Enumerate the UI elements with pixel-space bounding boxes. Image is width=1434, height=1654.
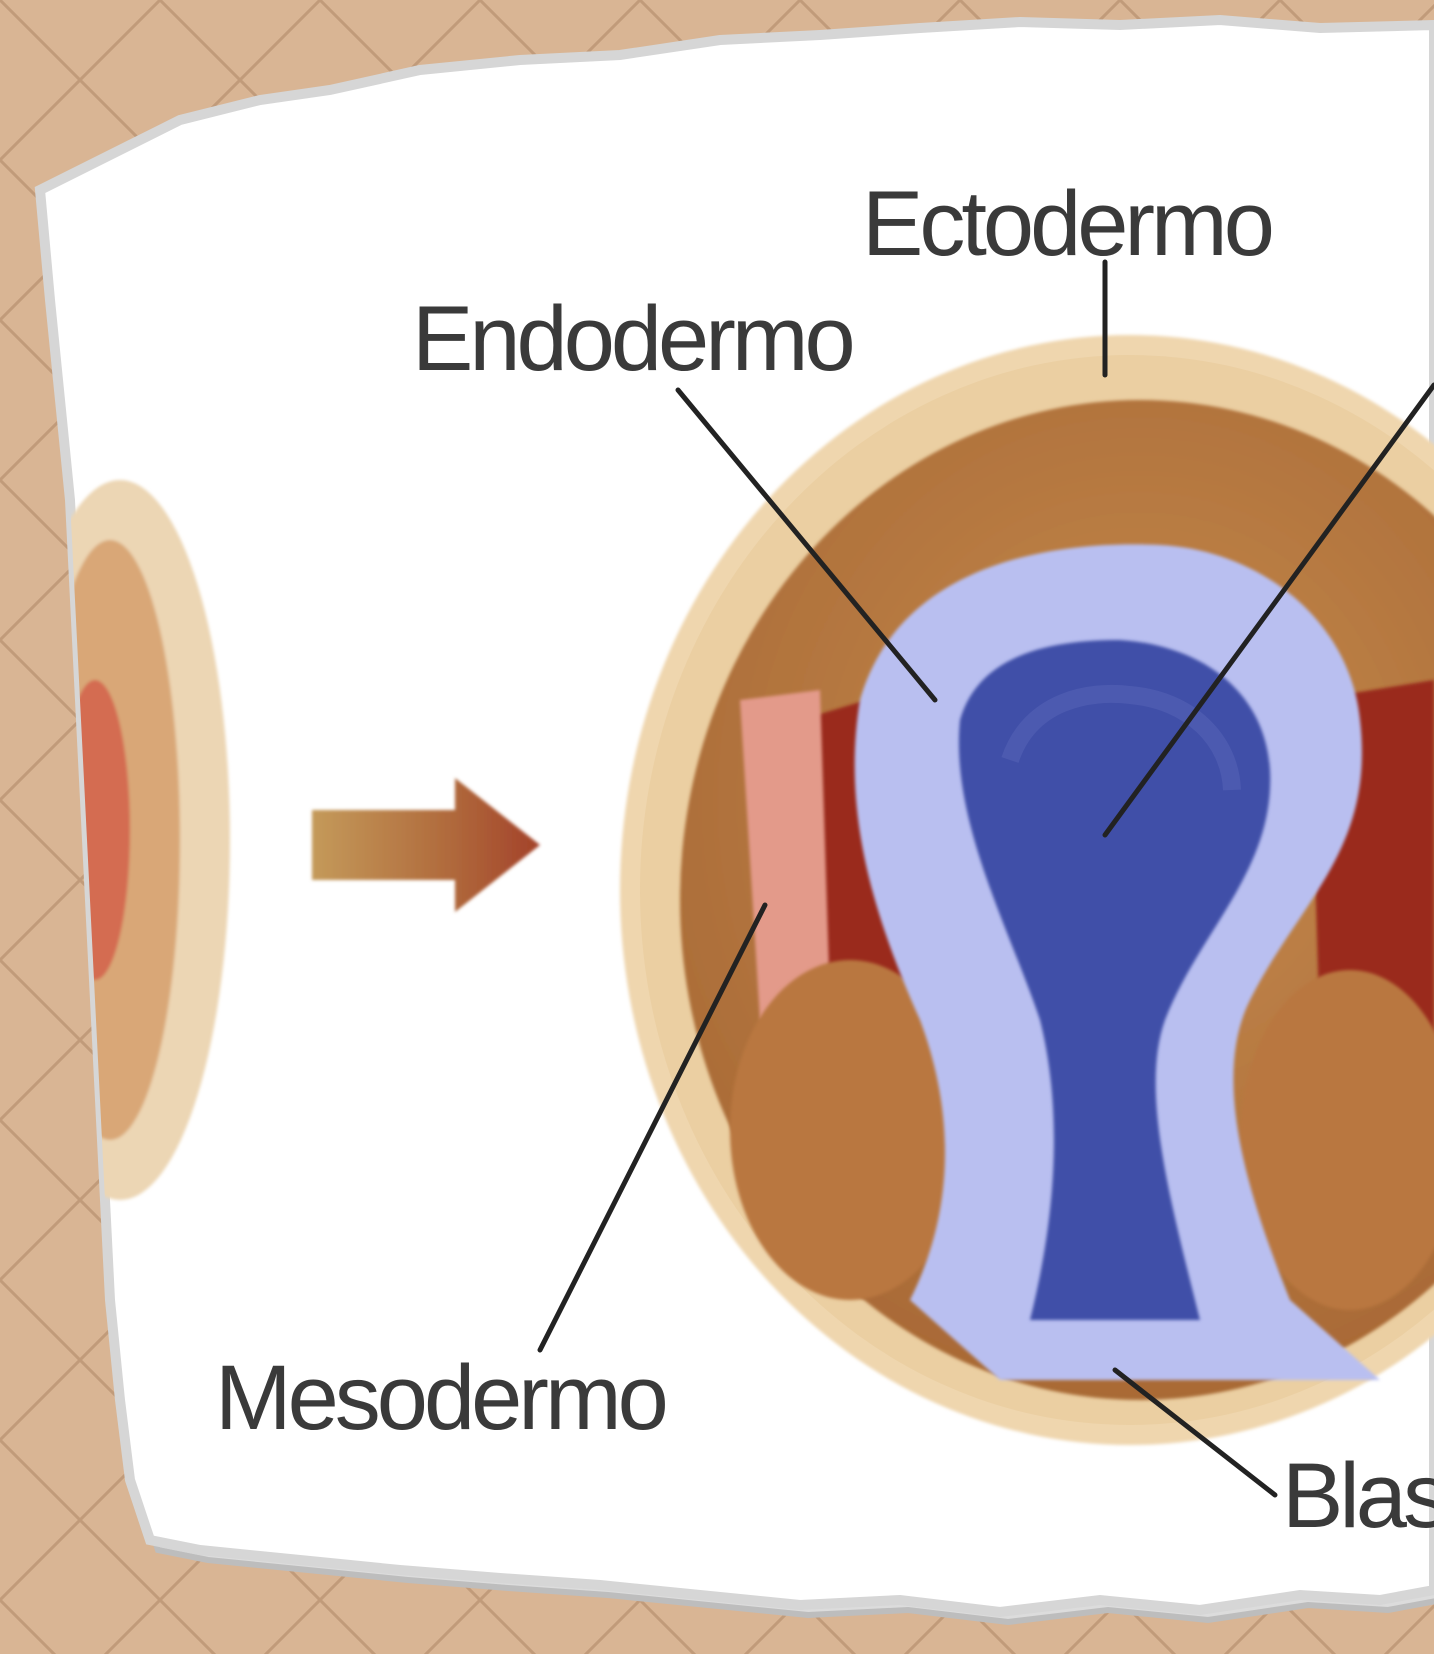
endoderm-label: Endodermo <box>412 293 852 385</box>
mesoderm-label: Mesodermo <box>215 1352 665 1444</box>
blastopore-label: Blas <box>1282 1450 1434 1542</box>
ectoderm-label: Ectodermo <box>862 178 1271 270</box>
